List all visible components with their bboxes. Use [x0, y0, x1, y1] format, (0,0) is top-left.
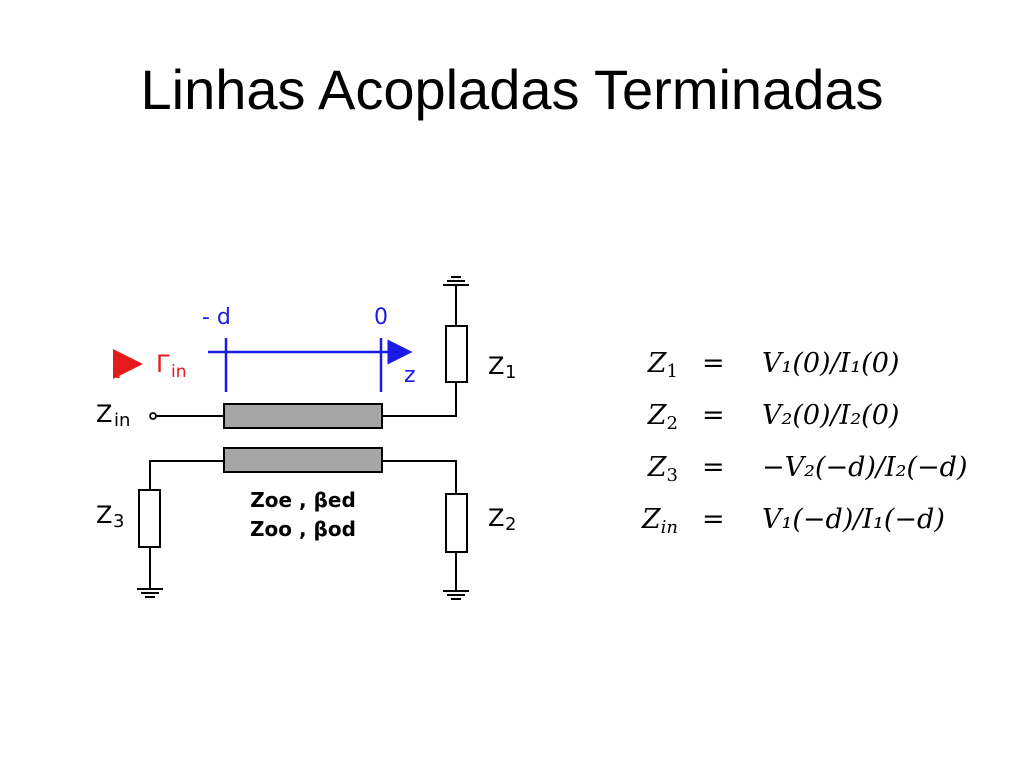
page-title: Linhas Acopladas Terminadas [140, 58, 884, 121]
reflection-arrow-icon [113, 349, 143, 379]
equation-rhs: V₁(−d)/I₁(−d) [762, 504, 945, 535]
equation-lhs: Z2 [647, 400, 678, 434]
z3-subscript: 3 [113, 511, 124, 532]
wire-to-z2 [382, 460, 457, 494]
axis-label-z: z [404, 363, 416, 388]
axis-label-minus-d: - d [202, 305, 231, 330]
equation-rhs: V₁(0)/I₁(0) [762, 348, 900, 379]
input-port-terminal [149, 412, 157, 420]
gamma-subscript: in [171, 362, 187, 382]
equals-sign: = [702, 452, 725, 483]
zin-label: Z [96, 400, 112, 428]
equation-lhs: Z3 [647, 452, 678, 486]
equals-sign: = [702, 400, 725, 431]
even-mode-params: Zoe , βed [250, 488, 356, 512]
axis-label-zero: 0 [374, 305, 388, 330]
equations-block: Z1 = V₁(0)/I₁(0) Z2 = V₂(0)/I₂(0) Z3 = −… [610, 348, 1020, 556]
equation-rhs: V₂(0)/I₂(0) [762, 400, 900, 431]
zin-subscript: in [114, 410, 130, 431]
equation-z2: Z2 = V₂(0)/I₂(0) [610, 400, 1020, 452]
z3-ground-icon [137, 588, 163, 598]
coupled-line-1 [223, 403, 383, 429]
z3-label: Z [96, 501, 112, 529]
equation-lhs: Z1 [647, 348, 678, 382]
wire-to-z3 [149, 460, 224, 490]
gamma-label: Γ [156, 350, 170, 378]
equals-sign: = [702, 504, 725, 535]
z2-subscript: 2 [505, 514, 516, 535]
odd-mode-params: Zoo , βod [250, 517, 356, 541]
equation-z1: Z1 = V₁(0)/I₁(0) [610, 348, 1020, 400]
equation-rhs: −V₂(−d)/I₂(−d) [762, 452, 968, 483]
z2-resistor [445, 493, 468, 553]
z1-label: Z [488, 352, 504, 380]
z1-subscript: 1 [505, 362, 516, 383]
z2-ground-icon [443, 590, 469, 600]
equals-sign: = [702, 348, 725, 379]
z3-resistor [138, 489, 161, 548]
z2-label: Z [488, 504, 504, 532]
equation-z3: Z3 = −V₂(−d)/I₂(−d) [610, 452, 1020, 504]
equation-zin: Zin = V₁(−d)/I₁(−d) [610, 504, 1020, 556]
coupled-line-2 [223, 447, 383, 473]
z1-ground-icon [443, 276, 469, 286]
equation-lhs: Zin [641, 504, 678, 538]
z1-resistor [445, 325, 468, 383]
wire-to-z1 [382, 382, 457, 417]
